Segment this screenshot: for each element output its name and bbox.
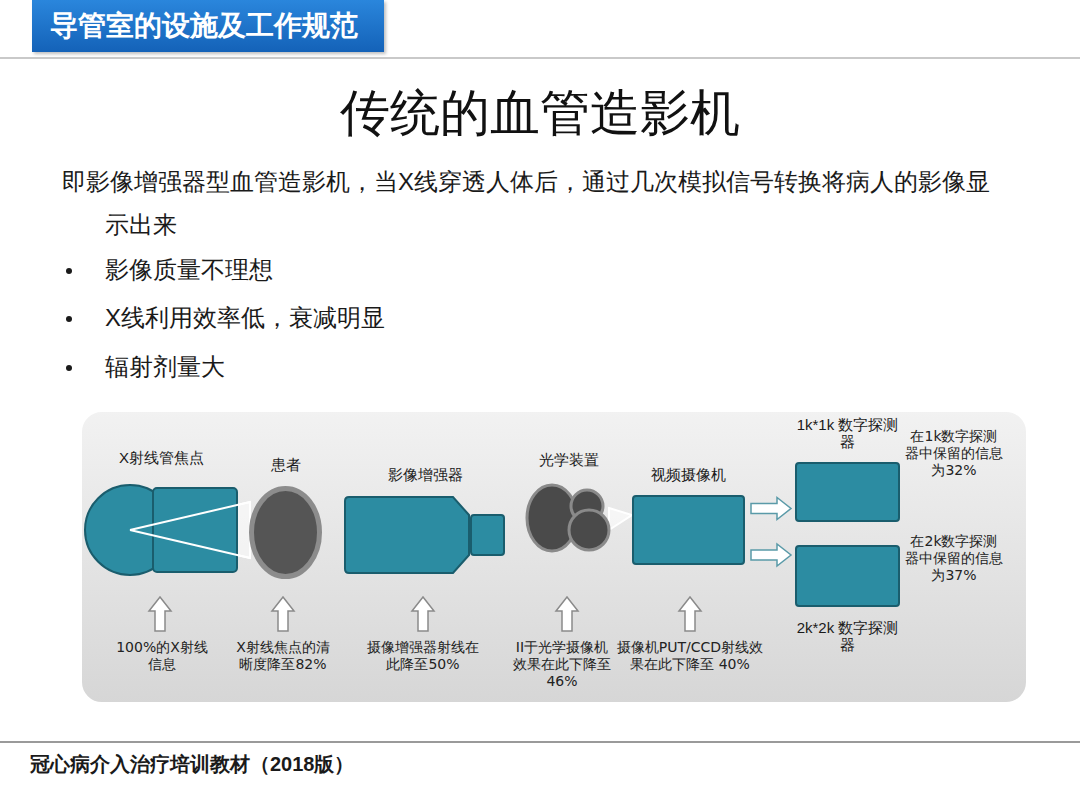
header-band: 导管室的设施及工作规范 — [32, 0, 384, 52]
component-heading: 2k*2k 数字探测器 — [795, 619, 900, 653]
component-heading: 影像增强器 — [388, 466, 463, 483]
loss-note: 100%的X射线信息 — [112, 639, 212, 673]
xray-tube-shape — [85, 478, 238, 582]
patient: 患者 — [248, 485, 323, 580]
footer-text: 冠心病介入治疗培训教材（2018版） — [30, 751, 355, 777]
bullet-text: 影像质量不理想 — [105, 252, 273, 288]
component-heading: 1k*1k 数字探测器 — [795, 416, 900, 450]
component-heading: X射线管焦点 — [119, 449, 204, 466]
slide-title: 传统的血管造影机 — [0, 82, 1080, 144]
bullet-dot — [66, 268, 72, 274]
block-arrow — [751, 544, 791, 566]
up-arrows — [149, 597, 701, 631]
video-camera: 视频摄像机 — [632, 495, 745, 565]
component-heading: 患者 — [271, 456, 301, 473]
diagram-panel — [80, 410, 1028, 704]
patient-shape — [248, 485, 323, 580]
optical-unit: 光学装置 — [525, 480, 613, 555]
bullet-dot — [66, 365, 72, 371]
digital-detector-shape — [795, 545, 900, 607]
footer-rule — [0, 741, 1080, 743]
bullet-text: 辐射剂量大 — [105, 349, 225, 385]
loss-note: 摄像机PUT/CCD射线效果在此下降至 40% — [615, 639, 765, 673]
retention-note: 在1k数字探测器中保留的信息为32% — [904, 428, 1004, 479]
bullet-dot — [66, 316, 72, 322]
digital-detector: 1k*1k 数字探测器 — [795, 462, 900, 522]
intro-paragraph: 即影像增强器型血管造影机，当X线穿透人体后，通过几次模拟信号转换将病人的影像显示… — [62, 160, 1007, 246]
digital-detector-shape — [795, 462, 900, 522]
block-arrow — [751, 498, 791, 520]
xray-tube: X射线管焦点 — [85, 478, 238, 582]
header-text: 导管室的设施及工作规范 — [50, 9, 358, 43]
loss-note: II于光学摄像机效果在此下降至46% — [512, 639, 612, 690]
retention-note: 在2k数字探测器中保留的信息为37% — [904, 533, 1004, 584]
image-intensifier-shape — [345, 495, 505, 575]
bullet-text: X线利用效率低，衰减明显 — [105, 300, 385, 336]
component-heading: 视频摄像机 — [651, 466, 726, 483]
header-rule — [0, 57, 1080, 59]
optical-unit-shape — [525, 480, 613, 555]
loss-note: 摄像增强器射线在此降至50% — [365, 639, 481, 673]
component-heading: 光学装置 — [539, 451, 599, 468]
video-camera-shape — [632, 495, 745, 565]
digital-detector: 2k*2k 数字探测器 — [795, 545, 900, 607]
image-intensifier: 影像增强器 — [345, 495, 505, 575]
loss-note: X射线焦点的清晰度降至82% — [232, 639, 334, 673]
